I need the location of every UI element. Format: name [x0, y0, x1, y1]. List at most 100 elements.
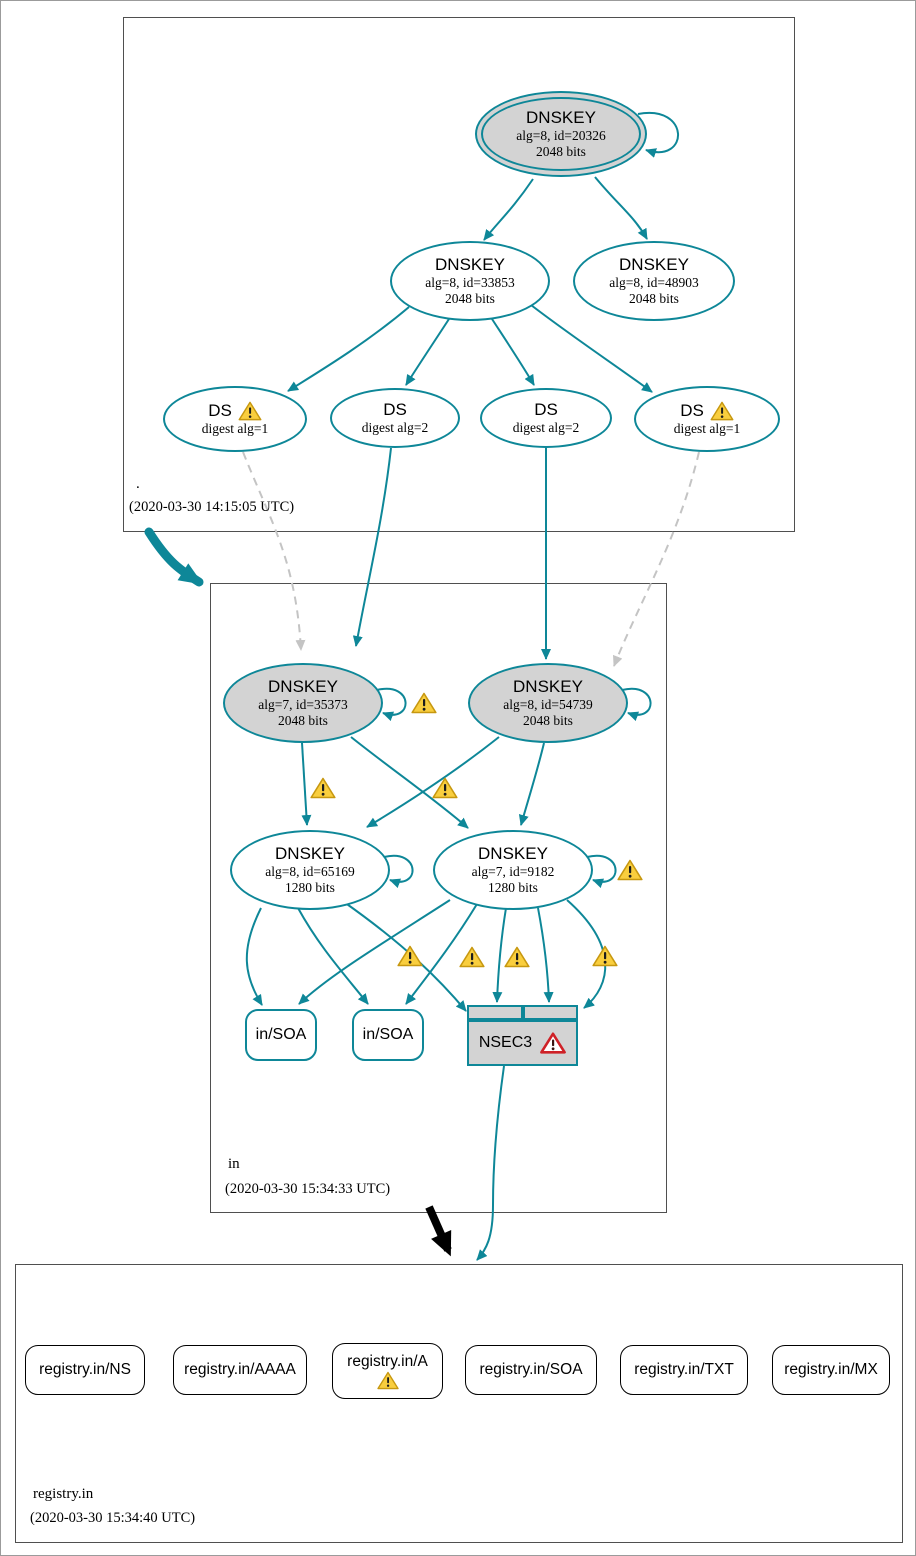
delegation-edges [144, 447, 700, 1261]
rrset-registry-mx[interactable]: registry.in/MX [772, 1345, 890, 1395]
rrset-label: registry.in/TXT [634, 1361, 734, 1378]
dnskey-in-65169-node[interactable]: DNSKEY alg=8, id=65169 1280 bits [230, 830, 390, 910]
rrset-registry-soa[interactable]: registry.in/SOA [465, 1345, 597, 1395]
dnskey-root-zsk33853-node[interactable]: DNSKEY alg=8, id=33853 2048 bits [390, 241, 550, 321]
edge-54739-selfsign [621, 687, 652, 722]
node-type: DNSKEY [513, 677, 583, 697]
node-type: DNSKEY [268, 677, 338, 697]
root-zone-edges [287, 111, 680, 393]
edge-zsk-ds4 [530, 304, 653, 393]
node-alg-id: alg=8, id=33853 [425, 274, 515, 290]
rrset-label: registry.in/AAAA [184, 1361, 296, 1378]
node-alg-id: alg=7, id=35373 [258, 696, 348, 712]
edge-65169-nsec3-cell2 [537, 907, 554, 1003]
warning-icon [592, 945, 618, 967]
edge-ksk-selfsign [637, 111, 680, 158]
ds1-node[interactable]: DS digest alg=1 [163, 386, 307, 452]
node-digest: digest alg=1 [673, 421, 741, 437]
warning-icon [310, 777, 336, 799]
node-bits: 2048 bits [629, 290, 679, 306]
warning-icon [376, 1371, 399, 1389]
edge-65169-soa1 [245, 907, 263, 1006]
warning-icon [710, 401, 734, 421]
edge-54739-9182 [518, 742, 545, 826]
edge-35373-9182 [350, 736, 469, 829]
edge-zsk-ds2 [405, 318, 450, 386]
nsec3-cell [469, 1007, 521, 1018]
node-alg-id: alg=8, id=48903 [609, 274, 699, 290]
node-alg-id: alg=8, id=65169 [265, 863, 355, 879]
registry-zone-label: registry.in [33, 1486, 94, 1502]
registry-zone-timestamp: (2020-03-30 15:34:40 UTC) [30, 1510, 196, 1526]
node-alg-id: alg=8, id=54739 [503, 696, 593, 712]
in-zone-box [210, 583, 667, 1213]
warning-icon [432, 777, 458, 799]
node-type: DS [383, 400, 407, 420]
rrset-label: registry.in/NS [39, 1361, 131, 1378]
edge-54739-65169 [366, 736, 500, 828]
node-bits: 2048 bits [523, 712, 573, 728]
rrset-label: registry.in/A [347, 1352, 428, 1370]
node-bits: 2048 bits [278, 712, 328, 728]
in-zone-timestamp: (2020-03-30 15:34:33 UTC) [225, 1181, 391, 1197]
edge-35373-65169 [301, 742, 312, 826]
ds4-node[interactable]: DS digest alg=1 [634, 386, 780, 452]
ds2-node[interactable]: DS digest alg=2 [330, 388, 460, 448]
rrset-registry-txt[interactable]: registry.in/TXT [620, 1345, 748, 1395]
node-type: DS [208, 401, 232, 421]
dnskey-root-zsk48903-node[interactable]: DNSKEY alg=8, id=48903 2048 bits [573, 241, 735, 321]
edge-ds1-dnskey35373 [242, 451, 306, 651]
dnskey-in-54739-node[interactable]: DNSKEY alg=8, id=54739 2048 bits [468, 663, 628, 743]
edge-9182-nsec3-cell1 [492, 907, 507, 1003]
node-digest: digest alg=1 [201, 421, 269, 437]
nsec3-node[interactable]: NSEC3 [467, 1005, 578, 1066]
node-type: DNSKEY [619, 255, 689, 275]
in-soa-node-2[interactable]: in/SOA [352, 1009, 424, 1061]
edge-ksk-zsk33853 [483, 178, 534, 241]
warning-icon [504, 946, 530, 968]
warning-icon [459, 946, 485, 968]
dnskey-in-9182-node[interactable]: DNSKEY alg=7, id=9182 1280 bits [433, 830, 593, 910]
in-soa-node-1[interactable]: in/SOA [245, 1009, 317, 1061]
edge-65169-selfsign [383, 854, 414, 889]
rrset-registry-ns[interactable]: registry.in/NS [25, 1345, 145, 1395]
node-type: DNSKEY [526, 108, 596, 128]
edge-zsk-ds3 [491, 318, 535, 386]
rrset-registry-aaaa[interactable]: registry.in/AAAA [173, 1345, 307, 1395]
in-zone-label: in [228, 1156, 240, 1172]
trust-anchor-ring [481, 97, 641, 171]
ds3-node[interactable]: DS digest alg=2 [480, 388, 612, 448]
edge-in-to-registry-delegation [425, 1205, 452, 1257]
node-alg-id: alg=8, id=20326 [516, 127, 606, 143]
rrset-label: registry.in/SOA [479, 1361, 583, 1378]
registry-zone-box [15, 1264, 903, 1543]
edge-ds4-dnskey54739 [613, 451, 700, 667]
rrset-label: in/SOA [255, 1026, 307, 1043]
node-type: DS [534, 400, 558, 420]
node-bits: 1280 bits [488, 879, 538, 895]
warning-icon [397, 945, 423, 967]
node-type: DS [680, 401, 704, 421]
edge-65169-soa2 [297, 907, 369, 1005]
rrset-registry-a[interactable]: registry.in/A [332, 1343, 443, 1399]
edge-root-to-in-delegation [144, 527, 204, 587]
edge-ksk-zsk48903 [594, 176, 648, 240]
dnskey-in-35373-node[interactable]: DNSKEY alg=7, id=35373 2048 bits [223, 663, 383, 743]
error-icon [540, 1032, 567, 1054]
root-zone-timestamp: (2020-03-30 14:15:05 UTC) [129, 499, 295, 515]
rrset-label: in/SOA [362, 1026, 414, 1043]
root-zone-label: . [136, 476, 140, 492]
edge-9182-selfsign [586, 854, 617, 889]
node-type: DNSKEY [275, 844, 345, 864]
node-type: DNSKEY [478, 844, 548, 864]
node-bits: 2048 bits [536, 143, 586, 159]
dnskey-root-ksk-node[interactable]: DNSKEY alg=8, id=20326 2048 bits [475, 91, 647, 177]
edge-nsec3-to-registry [476, 1065, 505, 1261]
edge-35373-selfsign [376, 687, 407, 722]
node-alg-id: alg=7, id=9182 [471, 863, 555, 879]
node-type: DNSKEY [435, 255, 505, 275]
edge-9182-soa1 [298, 899, 451, 1005]
node-digest: digest alg=2 [512, 419, 580, 435]
